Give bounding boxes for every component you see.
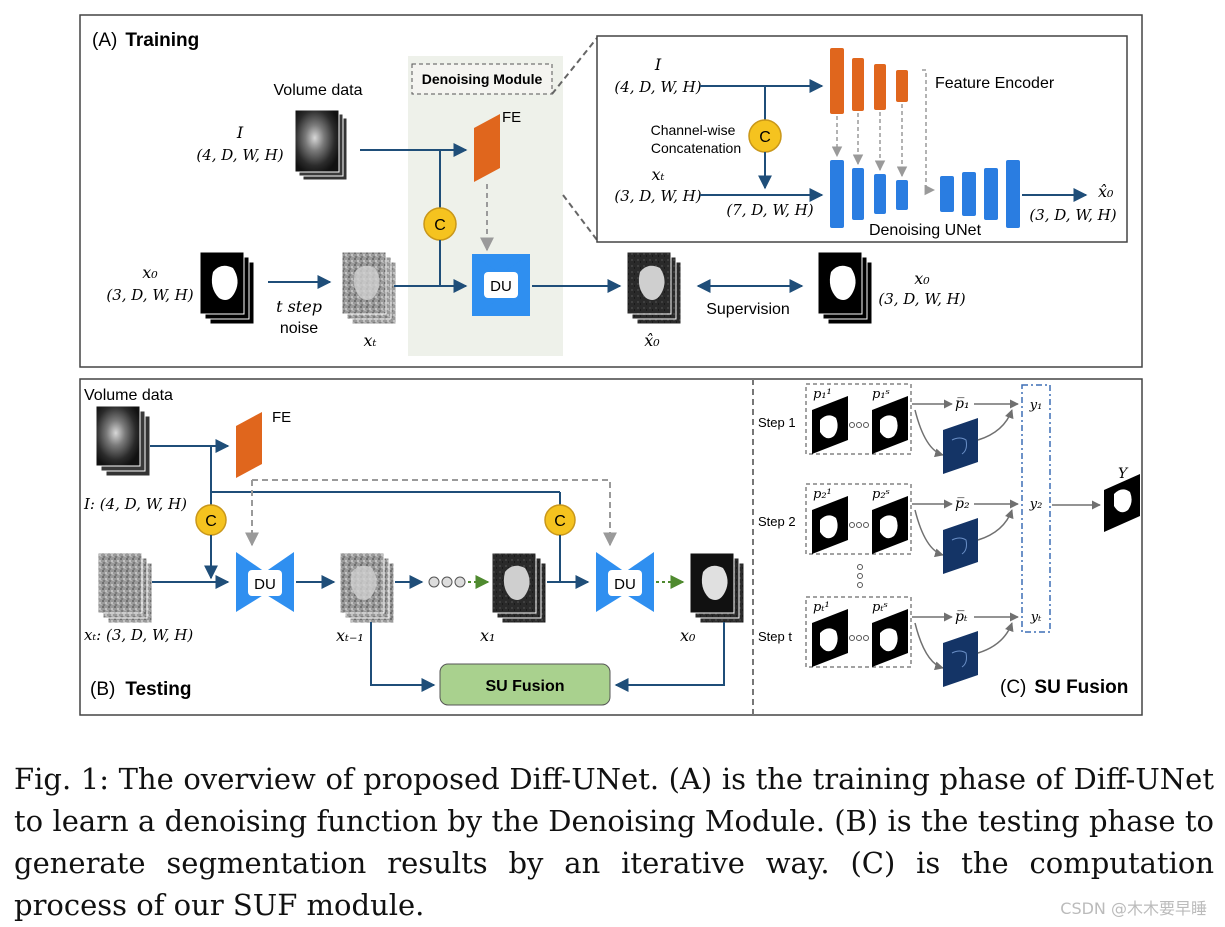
- inset-xt-dims: (3, D, W, H): [614, 187, 701, 205]
- c-pbar-t: p̅ₜ: [955, 609, 968, 625]
- a-fe-block: [474, 114, 500, 182]
- b-concat-symbol-2: C: [554, 513, 566, 530]
- c-step-label-2: Step 2: [758, 514, 796, 529]
- a-x0-mask-stack: [199, 251, 255, 325]
- c-vertical-ellipsis: [857, 564, 863, 588]
- svg-text:(B)Testing: (B) Testing: [90, 679, 191, 700]
- a-x0hat-label: x̂₀: [644, 331, 660, 350]
- su-fusion-label: SU Fusion: [485, 678, 564, 695]
- c-step-row-1: Step 1 p₁¹ p₁ˢ p̅₁: [758, 383, 1019, 474]
- c-step-label-t: Step t: [758, 629, 792, 644]
- a-fe-label: FE: [502, 109, 521, 126]
- c-step-label-1: Step 1: [758, 415, 796, 430]
- panel-a-title: Training: [125, 30, 199, 51]
- c-y-column: [1021, 384, 1051, 633]
- a-concat-symbol: C: [434, 217, 446, 234]
- b-du-label-2: DU: [614, 576, 636, 593]
- panel-b-testing: Volume data I: (4, D, W, H) FE C C xₜ: (…: [79, 378, 1143, 716]
- a-x0-right-dims: (3, D, W, H): [878, 290, 965, 308]
- b-fe-label: FE: [272, 409, 291, 426]
- channel-wise-line2: Concatenation: [651, 140, 741, 156]
- panel-c-prefix: (C): [1000, 677, 1026, 698]
- denoising-module-tag: [411, 63, 553, 95]
- supervision-label: Supervision: [706, 301, 790, 318]
- a-x0-right-name: x₀: [914, 269, 930, 288]
- c-p-first-2: p₂¹: [813, 487, 832, 502]
- c-p-first-1: p₁¹: [813, 387, 832, 402]
- figure-caption: Fig. 1: The overview of proposed Diff-UN…: [14, 762, 1214, 922]
- a-input-I-dims: (4, D, W, H): [196, 146, 283, 164]
- c-pbar-1: p̅₁: [955, 396, 970, 412]
- inset-I-dims: (4, D, W, H): [614, 78, 701, 96]
- b-xt-input-label: xₜ: (3, D, W, H): [84, 626, 193, 644]
- watermark: CSDN @木木要早睡: [1060, 899, 1207, 918]
- panel-b-prefix: (B): [90, 679, 115, 700]
- c-p-first-t: pₜ¹: [813, 600, 830, 615]
- a-du-label: DU: [490, 278, 512, 295]
- feature-encoder-blocks: [830, 48, 908, 114]
- panel-c-su-fusion: Step 1 p₁¹ p₁ˢ p̅₁ Step 2 p₂¹ p₂ˢ: [758, 383, 1140, 698]
- feature-encoder-label: Feature Encoder: [935, 75, 1055, 92]
- svg-text:(A)Training: (A) Training: [92, 30, 199, 51]
- inset-concat-symbol: C: [759, 129, 771, 146]
- b-du-label-1: DU: [254, 576, 276, 593]
- denoising-unet-blocks: [830, 160, 1020, 228]
- channel-wise-line1: Channel-wise: [651, 122, 736, 138]
- panel-b-title: Testing: [125, 679, 191, 700]
- b-input-I: I: (4, D, W, H): [83, 495, 187, 513]
- b-x0-stack: [689, 552, 745, 624]
- b-volume-data-label: Volume data: [84, 387, 173, 404]
- b-xt-minus-1-label: xₜ₋₁: [336, 626, 364, 645]
- ellipsis-circles: [428, 576, 466, 588]
- b-x1-label: x₁: [480, 626, 495, 645]
- a-volume-data-label: Volume data: [274, 82, 363, 99]
- a-x0-dims: (3, D, W, H): [106, 286, 193, 304]
- b-xt-minus-1-stack: [339, 552, 395, 624]
- denoising-module-label: Denoising Module: [422, 71, 543, 87]
- c-p-last-t: pₜˢ: [872, 600, 888, 615]
- panel-a-prefix: (A): [92, 30, 117, 51]
- c-y-t: yₜ: [1030, 610, 1042, 625]
- c-pbar-2: p̅₂: [955, 496, 970, 512]
- a-volume-mri-stack: [294, 109, 348, 181]
- panel-b-frame: [79, 378, 1143, 716]
- b-fe-block: [236, 412, 262, 478]
- c-p-last-1: p₁ˢ: [872, 387, 890, 402]
- denoising-module-inset: I (4, D, W, H) C Channel-wise Concatenat…: [596, 35, 1128, 243]
- panel-c-title: SU Fusion: [1034, 677, 1128, 698]
- denoising-unet-label: Denoising UNet: [869, 222, 982, 239]
- a-x0-gt-stack: [817, 251, 873, 325]
- inset-xt-name: xₜ: [652, 165, 665, 184]
- c-step-row-2: Step 2 p₂¹ p₂ˢ p̅₂: [758, 483, 1019, 574]
- inset-out-dims: (3, D, W, H): [1029, 206, 1116, 224]
- a-x0-name: x₀: [142, 263, 158, 282]
- panel-a-training: (A) Training Denoising Module Volume data…: [79, 14, 1143, 368]
- step-noise-line1: t step: [276, 297, 322, 316]
- c-y-2: y₂: [1029, 497, 1043, 512]
- inset-I-name: I: [654, 55, 662, 74]
- su-fusion-block: [439, 663, 611, 706]
- step-noise-line2: noise: [280, 320, 318, 337]
- c-y-1: y₁: [1029, 398, 1043, 413]
- b-x0-label: x₀: [680, 626, 696, 645]
- panel-a-frame: [79, 14, 1143, 368]
- b-x1-stack: [491, 552, 547, 624]
- inset-out-name: x̂₀: [1098, 182, 1114, 201]
- a-xt-noisy-stack: [341, 251, 397, 325]
- inset-concat-dims: (7, D, W, H): [726, 201, 813, 219]
- c-p-last-2: p₂ˢ: [872, 487, 890, 502]
- svg-text:(C)SU Fusion: (C) SU Fusion: [1000, 677, 1128, 698]
- a-xt-label: xₜ: [364, 331, 377, 350]
- c-output-Y: Y: [1118, 466, 1129, 482]
- b-xt-noise-stack: [97, 552, 153, 624]
- b-volume-mri-stack: [95, 405, 151, 477]
- a-input-I-name: I: [236, 123, 244, 142]
- a-x0hat-stack: [626, 251, 682, 325]
- c-step-row-t: Step t pₜ¹ pₜˢ p̅ₜ: [758, 596, 1019, 687]
- b-concat-symbol-1: C: [205, 513, 217, 530]
